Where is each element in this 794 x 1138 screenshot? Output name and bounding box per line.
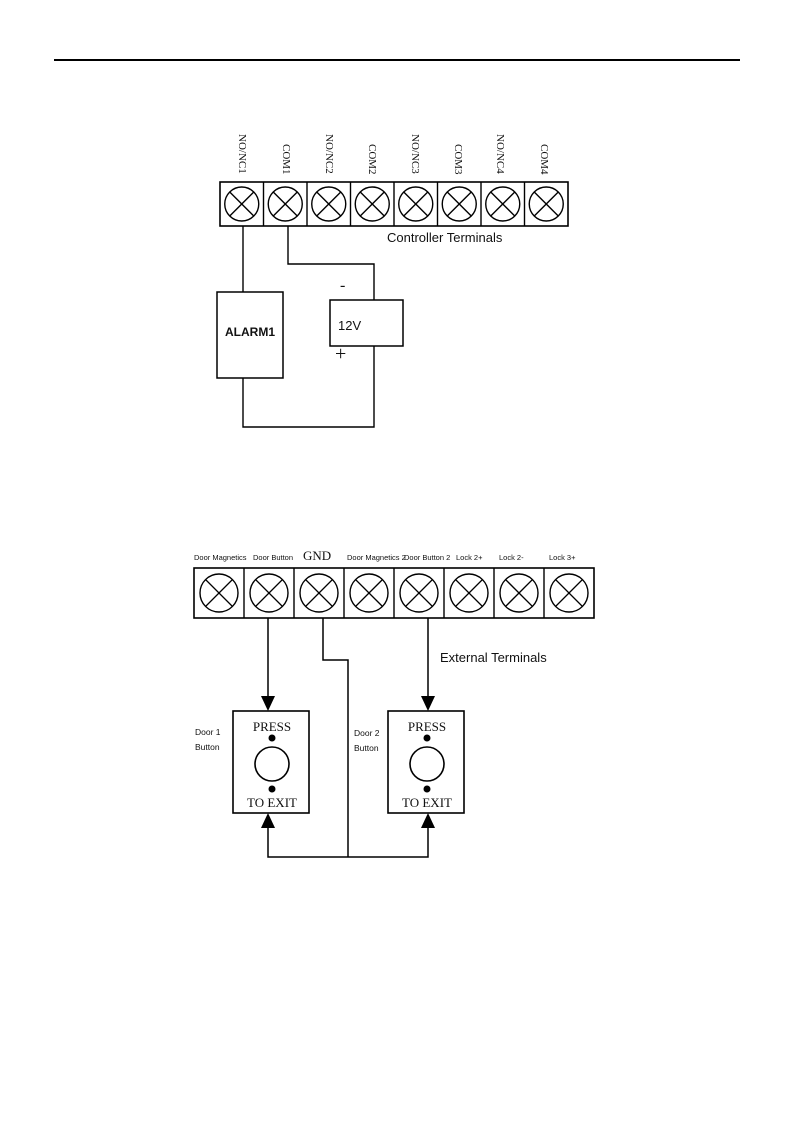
- terminal-label-com2: COM2: [366, 144, 378, 175]
- alarm1-label: ALARM1: [225, 325, 275, 339]
- terminal-label-com4: COM4: [538, 144, 550, 175]
- psu-minus-sign: -: [340, 277, 345, 294]
- door2-label-line2: Button: [354, 743, 379, 753]
- terminal-label-door-button-2: Door Button 2: [404, 553, 450, 562]
- door2-exit-button: PRESS TO EXIT: [388, 711, 464, 813]
- door1-press-text: PRESS: [253, 719, 291, 734]
- terminal-label-no-nc1: NO/NC1: [236, 134, 248, 174]
- arrow-down-door1: [261, 696, 275, 711]
- door1-bottom-dot: [269, 786, 276, 793]
- psu-12v-label: 12V: [338, 318, 361, 333]
- door2-to-exit-text: TO EXIT: [402, 795, 452, 810]
- door1-label-line2: Button: [195, 742, 220, 752]
- controller-terminals-caption: Controller Terminals: [387, 230, 503, 245]
- terminal-label-com1: COM1: [280, 144, 292, 175]
- terminal-label-lock-3-plus: Lock 3+: [549, 553, 576, 562]
- terminal-label-no-nc4: NO/NC4: [494, 134, 506, 174]
- terminal-label-door-magnetics: Door Magnetics: [194, 553, 247, 562]
- terminal-label-no-nc3: NO/NC3: [409, 134, 421, 174]
- alarm-wiring-diagram: NO/NC1 COM1 NO/NC2 COM2 NO/NC3 COM3 NO/N…: [217, 134, 568, 427]
- door1-label-line1: Door 1: [195, 727, 221, 737]
- terminal-label-door-button: Door Button: [253, 553, 293, 562]
- external-terminals-caption: External Terminals: [440, 650, 547, 665]
- door1-to-exit-text: TO EXIT: [247, 795, 297, 810]
- exit-button-wiring-diagram: Door Magnetics Door Button GND Door Magn…: [194, 548, 594, 857]
- terminal-label-com3: COM3: [452, 144, 464, 175]
- door2-push-button-icon: [410, 747, 444, 781]
- door2-top-dot: [424, 735, 431, 742]
- door1-push-button-icon: [255, 747, 289, 781]
- door1-top-dot: [269, 735, 276, 742]
- arrow-up-door2: [421, 813, 435, 828]
- psu-plus-sign: +: [335, 343, 346, 365]
- arrow-up-door1: [261, 813, 275, 828]
- terminal-label-door-magnetics-2: Door Magnetics 2: [347, 553, 406, 562]
- door2-press-text: PRESS: [408, 719, 446, 734]
- wire-com1-to-psu-negative: [288, 226, 374, 300]
- door2-bottom-dot: [424, 786, 431, 793]
- terminal-label-lock-2-minus: Lock 2-: [499, 553, 524, 562]
- wire-gnd: [323, 618, 348, 857]
- door1-exit-button: PRESS TO EXIT: [233, 711, 309, 813]
- terminal-label-lock-2-plus: Lock 2+: [456, 553, 483, 562]
- terminal-label-no-nc2: NO/NC2: [323, 134, 335, 174]
- door2-label-line1: Door 2: [354, 728, 380, 738]
- arrow-down-door2: [421, 696, 435, 711]
- terminal-label-gnd: GND: [303, 548, 331, 563]
